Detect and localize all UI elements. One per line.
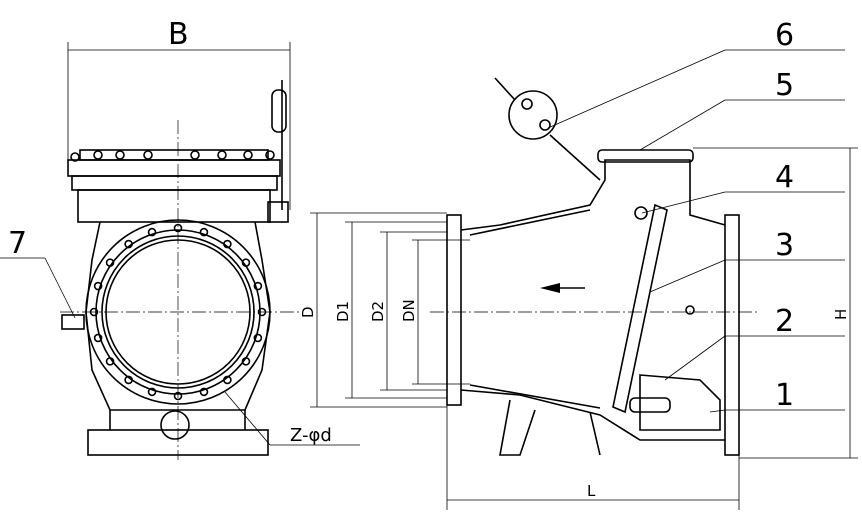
bypass-valve (639, 374, 721, 431)
body-bottom-outline (460, 389, 725, 441)
flange-bolt (241, 357, 251, 366)
cover-bolts (70, 150, 275, 162)
body-top-outline (460, 159, 726, 231)
dimension-label-d2: D2 (369, 301, 387, 322)
dashpot (629, 397, 671, 413)
leader-bolt-holes (224, 391, 271, 446)
hinge-pin (634, 206, 648, 220)
flange-bolt (253, 281, 263, 291)
flange-bolt (241, 258, 251, 267)
part-leaders (547, 49, 845, 413)
flange-bolt (147, 227, 157, 237)
dimension-label-dn: DN (400, 299, 418, 322)
counterweight (271, 89, 287, 133)
flange-bolt (93, 281, 103, 291)
part-label-2: 2 (775, 304, 794, 339)
side-view: D D1 D2 DN H L 6 5 4 3 2 1 (299, 18, 858, 510)
cover-lower (71, 175, 278, 191)
body-inner-walls (469, 209, 601, 409)
flange-bolt (253, 333, 263, 343)
flange-bolt (223, 239, 232, 249)
dimension-label-d1: D1 (334, 301, 352, 322)
part-label-4: 4 (775, 160, 794, 195)
flange-bolt (124, 375, 133, 385)
flow-arrow-head (540, 283, 560, 293)
part-label-6: 6 (775, 18, 794, 53)
diameter-dimensions (310, 212, 470, 408)
disc (612, 203, 668, 414)
lever-handle (494, 77, 516, 101)
flange-bolt (223, 375, 232, 385)
flange-bolt (124, 239, 133, 249)
leader-7 (44, 257, 76, 319)
outlet-flange (724, 214, 740, 456)
flange-bolt (93, 333, 103, 343)
dimension-label-l: L (587, 482, 596, 500)
support-rib (499, 399, 601, 456)
part-label-1: 1 (775, 378, 794, 413)
lever-rod (549, 134, 601, 181)
flange-bolt (199, 227, 209, 237)
flange-bolt (105, 258, 115, 267)
dimension-label-b: B (168, 17, 189, 52)
flange-bolt (105, 357, 115, 366)
top-cover (597, 149, 694, 163)
body-hole (685, 305, 695, 315)
base-legs (109, 410, 246, 430)
dimension-label-h: H (832, 309, 850, 320)
lever-weight (508, 90, 558, 140)
body-upper (77, 189, 271, 223)
bolt-holes-label: Z-φd (290, 425, 332, 446)
cover-top (79, 149, 269, 161)
side-plug (61, 314, 85, 330)
part-label-7: 7 (8, 226, 27, 261)
part-label-3: 3 (775, 228, 794, 263)
part-label-5: 5 (775, 68, 794, 103)
front-view: B 7 Z-φd (0, 17, 360, 460)
flange-bolts (89, 223, 267, 401)
cover-flange (67, 159, 281, 177)
inlet-flange (446, 214, 462, 406)
flange-bolt (199, 387, 209, 397)
dimension-label-d: D (299, 306, 317, 318)
body-outline (85, 221, 271, 411)
drain-plug (160, 410, 190, 440)
lever-hub (267, 201, 289, 223)
flange-bolt (147, 387, 157, 397)
